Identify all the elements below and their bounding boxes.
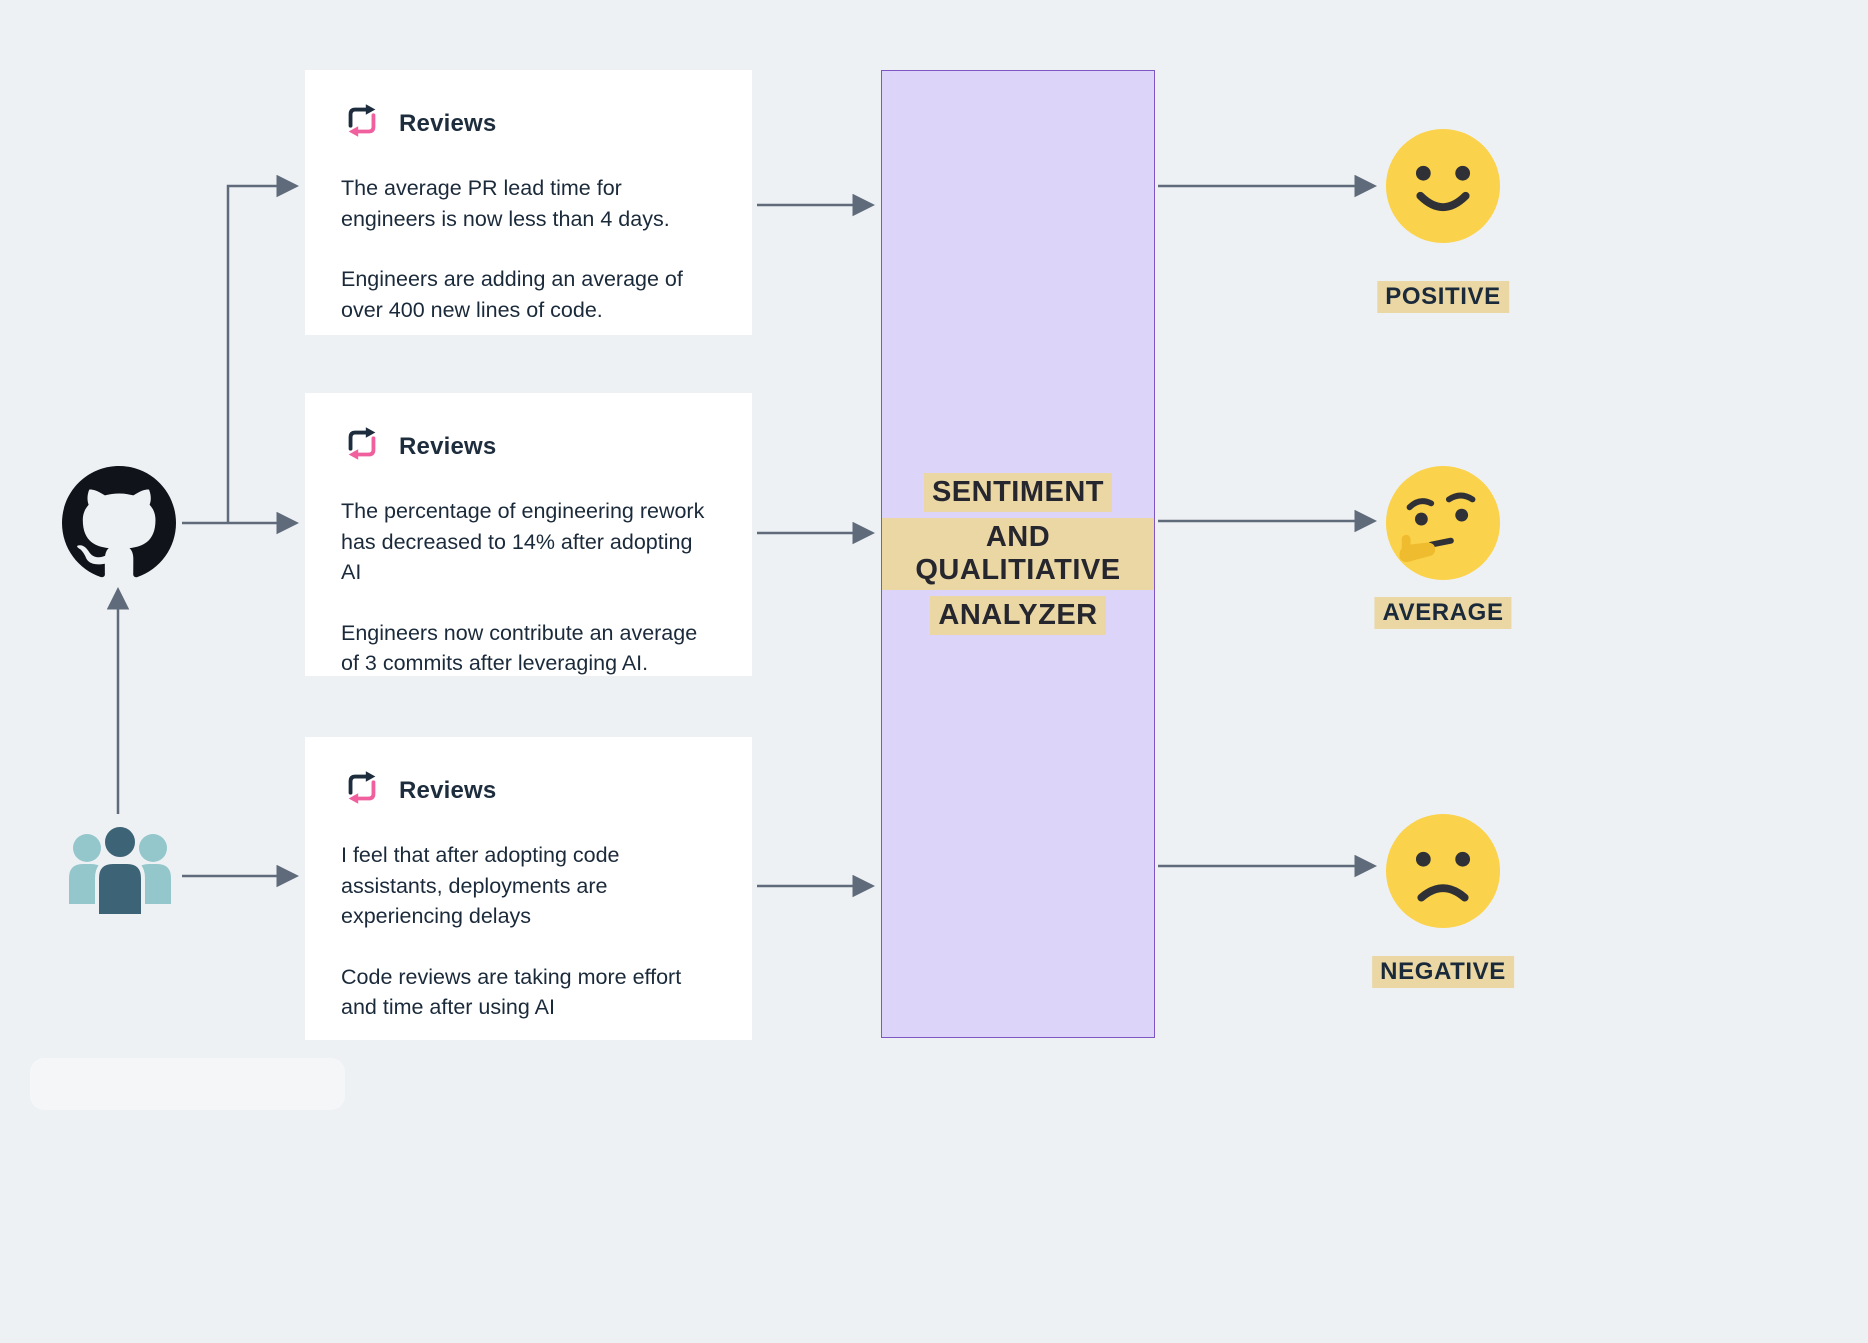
frowning-face-icon bbox=[1384, 812, 1502, 930]
card-paragraph: The average PR lead time for engineers i… bbox=[341, 176, 670, 231]
card-paragraph: The percentage of engineering rework has… bbox=[341, 499, 705, 585]
card-title: Reviews bbox=[399, 432, 497, 460]
review-card-1: Reviews The average PR lead time for eng… bbox=[305, 70, 752, 335]
user-group-icon bbox=[62, 816, 178, 931]
analyzer-title-line: ANALYZER bbox=[930, 596, 1106, 635]
card-paragraph: Code reviews are taking more effort and … bbox=[341, 964, 682, 1020]
thinking-face-icon bbox=[1384, 464, 1502, 582]
card-header: Reviews bbox=[341, 102, 716, 145]
average-label: AVERAGE bbox=[1374, 597, 1512, 629]
watermark-area bbox=[30, 1058, 345, 1110]
iteration-loop-icon bbox=[341, 425, 383, 468]
card-title: Reviews bbox=[399, 109, 497, 137]
card-title: Reviews bbox=[399, 776, 497, 804]
card-paragraph: I feel that after adopting code assistan… bbox=[341, 843, 620, 929]
card-paragraph: Engineers are adding an average of over … bbox=[341, 267, 683, 322]
card-paragraph: Engineers now contribute an average of 3… bbox=[341, 620, 698, 676]
review-card-3: Reviews I feel that after adopting code … bbox=[305, 737, 752, 1040]
github-icon bbox=[62, 466, 176, 580]
review-card-2: Reviews The percentage of engineering re… bbox=[305, 393, 752, 676]
card-header: Reviews bbox=[341, 769, 716, 812]
analyzer-title-line: AND QUALITIATIVE bbox=[882, 518, 1154, 590]
smiley-face-icon bbox=[1384, 127, 1502, 245]
card-header: Reviews bbox=[341, 425, 716, 468]
iteration-loop-icon bbox=[341, 769, 383, 812]
sentiment-analyzer-box: SENTIMENT AND QUALITIATIVE ANALYZER bbox=[881, 70, 1155, 1038]
positive-label: POSITIVE bbox=[1377, 281, 1509, 313]
negative-label: NEGATIVE bbox=[1372, 956, 1514, 988]
analyzer-title: SENTIMENT AND QUALITIATIVE ANALYZER bbox=[882, 470, 1154, 638]
analyzer-title-line: SENTIMENT bbox=[923, 473, 1113, 512]
iteration-loop-icon bbox=[341, 102, 383, 145]
